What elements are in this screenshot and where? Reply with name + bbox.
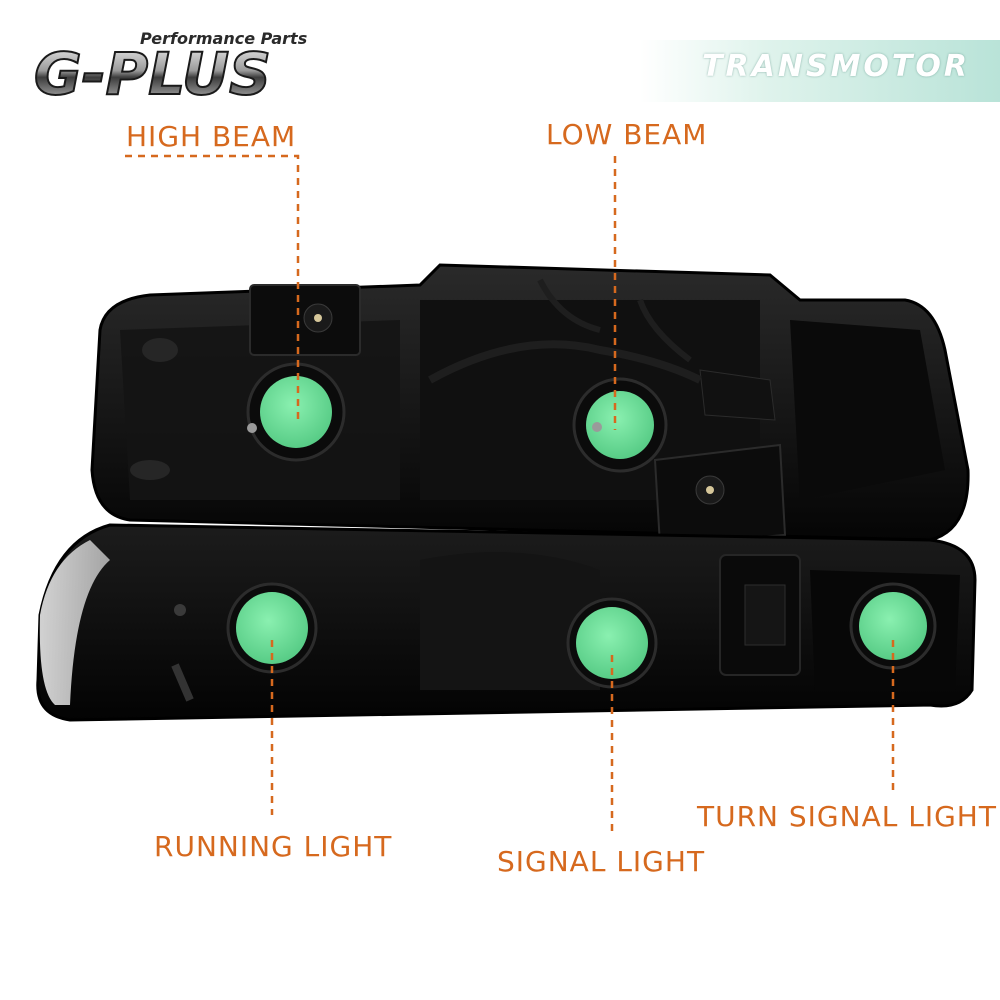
logo-wordmark: G-PLUS xyxy=(34,40,271,102)
turn-signal-light-label: TURN SIGNAL LIGHT xyxy=(697,800,997,833)
bumper-lamp-housing xyxy=(36,523,977,722)
high-beam-socket xyxy=(246,362,346,462)
watermark-text: TRANSMOTOR xyxy=(702,49,970,84)
low-beam-socket xyxy=(572,377,668,473)
brand-header: Performance Parts G-PLUS TRANSMOTOR xyxy=(0,0,1000,110)
headlamp-housing xyxy=(90,263,970,547)
running-light-label: RUNNING LIGHT xyxy=(154,830,393,863)
watermark-band xyxy=(640,40,1000,102)
signal-light-socket xyxy=(566,597,658,689)
high-beam-label: HIGH BEAM xyxy=(126,120,297,153)
brand-logo: Performance Parts G-PLUS xyxy=(33,29,307,102)
logo-tagline: Performance Parts xyxy=(140,29,307,48)
high-beam-leader xyxy=(125,154,300,420)
leader-lines xyxy=(125,154,895,835)
signal-light-label: SIGNAL LIGHT xyxy=(497,845,706,878)
running-light-socket xyxy=(226,582,318,674)
low-beam-label: LOW BEAM xyxy=(546,118,708,151)
